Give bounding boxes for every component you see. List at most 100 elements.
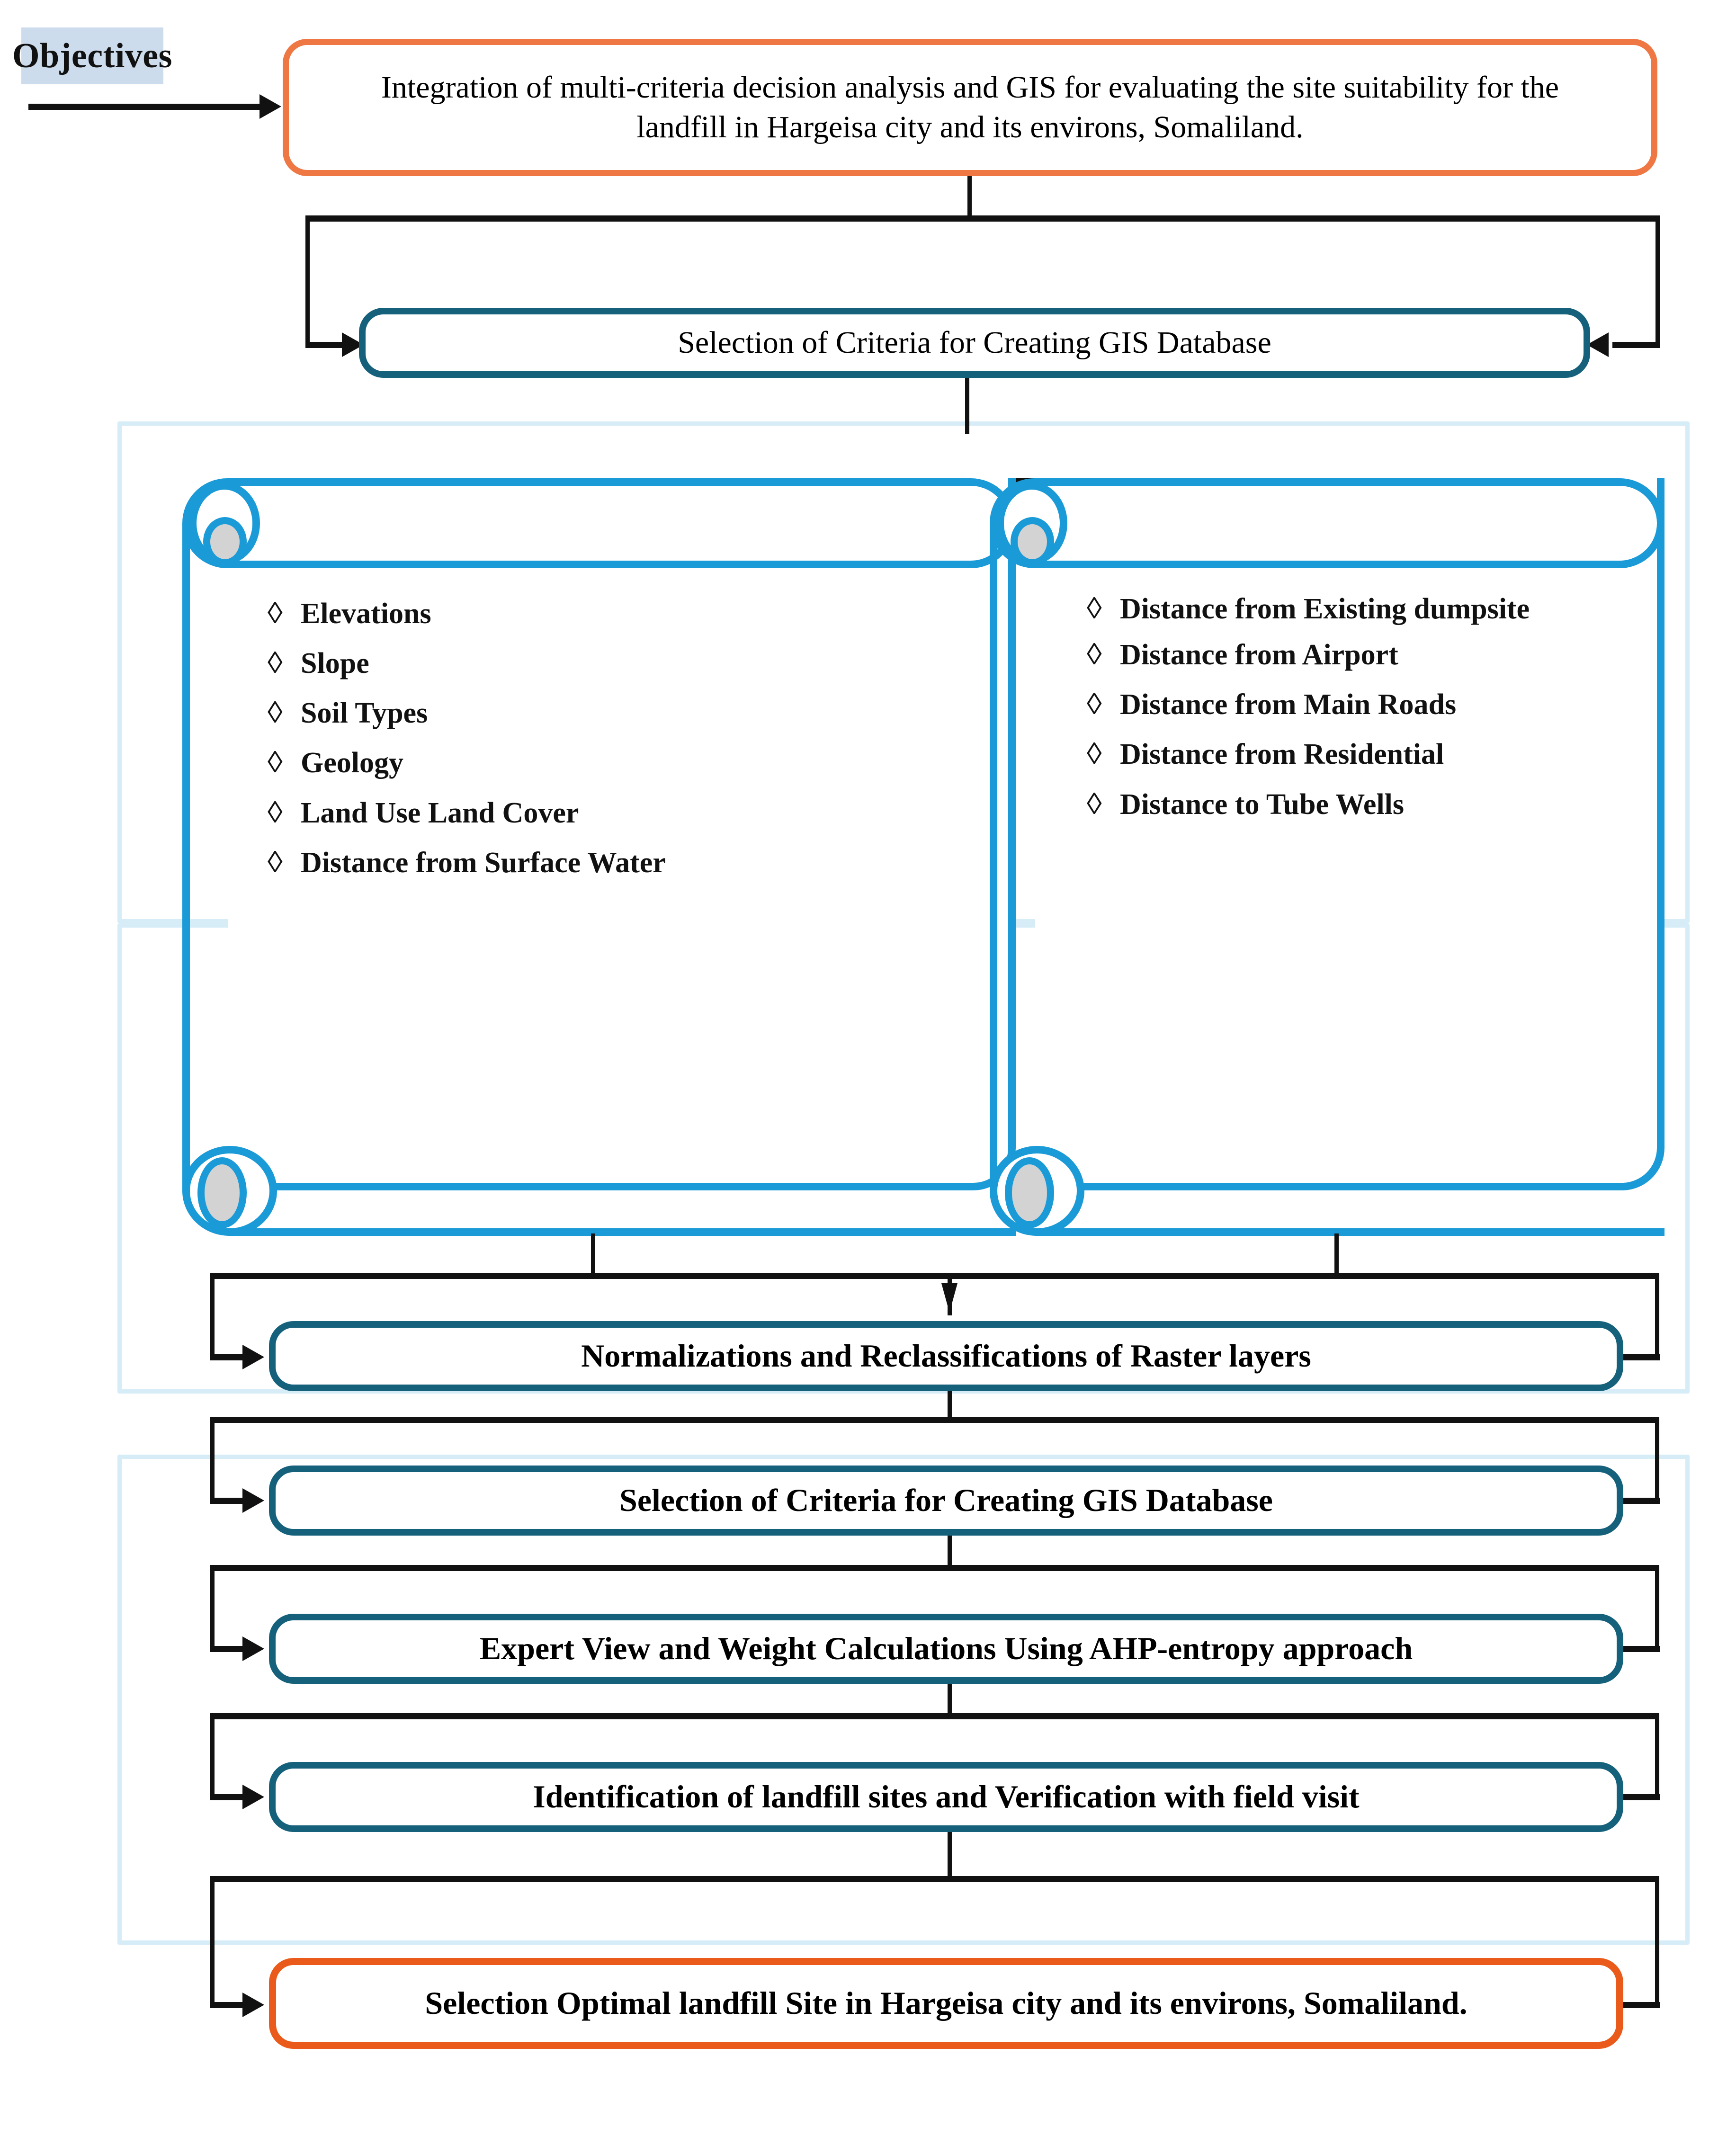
final-bus-right-drop: [1655, 1876, 1659, 2006]
physical-criteria-scroll: ◊ Elevations ◊ Slope ◊ Soil Types ◊ Geol…: [182, 478, 1016, 1236]
normalization-left-arrow: [242, 1345, 264, 1369]
scroll-body-right: [1035, 478, 1664, 1190]
top-bus-left-drop: [305, 215, 310, 346]
top-bus-right-arrow: [1587, 332, 1609, 357]
final-right-stub: [1620, 2002, 1660, 2008]
final-bus-center-down: [948, 1832, 952, 1879]
scroll-top-nub-right: [1011, 517, 1054, 566]
scroll-bottom-nub-right: [1005, 1157, 1054, 1228]
scroll-bottom-nub-left: [197, 1157, 247, 1228]
expert-bus-right-drop: [1655, 1565, 1659, 1650]
sel2-left-stub: [210, 1498, 248, 1504]
final-left-stub: [210, 2002, 248, 2008]
list-item-label: Geology: [301, 747, 403, 779]
diamond-bullet-icon: ◊: [1087, 591, 1102, 625]
list-item: ◊ Soil Types: [268, 696, 987, 731]
list-item: ◊ Distance from Main Roads: [1087, 688, 1643, 722]
list-item: ◊ Distance from Residential: [1087, 737, 1643, 772]
selection-criteria-top-box: Selection of Criteria for Creating GIS D…: [359, 308, 1590, 378]
objectives-connector-arrow: [260, 94, 281, 119]
scroll-body-left: [228, 478, 1016, 1190]
list-item: ◊ Geology: [268, 746, 987, 780]
list-item: ◊ Distance to Tube Wells: [1087, 787, 1643, 822]
sel2-left-arrow: [242, 1488, 264, 1513]
socio-criteria-scroll: ◊ Distance from Existing dumpsite ◊ Dist…: [990, 478, 1664, 1236]
list-item: ◊ Distance from Airport: [1087, 638, 1643, 672]
normalization-left-stub: [210, 1354, 248, 1360]
diamond-bullet-icon: ◊: [268, 795, 283, 829]
ident-bus-left-drop: [210, 1713, 215, 1798]
list-item-label: Slope: [301, 647, 369, 680]
expert-bus-left-drop: [210, 1565, 215, 1650]
list-item-label: Soil Types: [301, 697, 428, 730]
diamond-bullet-icon: ◊: [268, 745, 283, 779]
sel2-bus: [210, 1417, 1659, 1423]
scroll-bottom-bar-right: [1035, 1228, 1664, 1236]
top-bus-right-stub: [1612, 342, 1660, 348]
sel2-right-stub: [1620, 1498, 1660, 1504]
diamond-bullet-icon: ◊: [1087, 786, 1102, 821]
final-bus-left-drop: [210, 1876, 215, 2006]
objective-statement-text: Integration of multi-criteria decision a…: [381, 70, 1559, 144]
criteria-split-down: [965, 378, 969, 434]
ident-bus-center-down: [948, 1684, 952, 1717]
top-bus-right-drop: [1655, 215, 1660, 346]
list-item: ◊ Distance from Existing dumpsite: [1087, 592, 1643, 626]
expert-view-text: Expert View and Weight Calculations Usin…: [479, 1630, 1413, 1667]
identification-box: Identification of landfill sites and Ver…: [269, 1762, 1623, 1832]
scroll-left-rail-left: [182, 523, 190, 1190]
ident-left-arrow: [242, 1785, 264, 1809]
top-bus-line: [305, 215, 1660, 222]
selection-criteria-second-box: Selection of Criteria for Creating GIS D…: [269, 1466, 1623, 1536]
scroll-left-rail-right: [990, 523, 997, 1190]
diamond-bullet-icon: ◊: [268, 646, 283, 680]
expert-bus: [210, 1565, 1659, 1571]
scroll-top-roll-left: [182, 478, 1016, 568]
list-item-label: Distance to Tube Wells: [1120, 788, 1405, 821]
objective-statement-box: Integration of multi-criteria decision a…: [283, 39, 1657, 176]
scroll-bottom-bar-left: [228, 1228, 1016, 1236]
normalization-bus: [210, 1273, 1659, 1279]
sel2-bus-left-drop: [210, 1417, 215, 1502]
physical-criteria-list: ◊ Elevations ◊ Slope ◊ Soil Types ◊ Geol…: [268, 597, 987, 880]
sel2-bus-right-drop: [1655, 1417, 1659, 1502]
selection-criteria-second-text: Selection of Criteria for Creating GIS D…: [619, 1482, 1273, 1519]
scroll-top-roll-right: [990, 478, 1664, 568]
list-item-label: Land Use Land Cover: [301, 796, 579, 829]
normalization-center-arrow: [941, 1283, 957, 1313]
selection-criteria-top-text: Selection of Criteria for Creating GIS D…: [678, 325, 1271, 360]
sel2-bus-center-down: [948, 1391, 952, 1420]
diamond-bullet-icon: ◊: [268, 696, 283, 730]
diamond-bullet-icon: ◊: [268, 845, 283, 879]
right-scroll-down: [1334, 1233, 1339, 1276]
ident-bus-right-drop: [1655, 1713, 1659, 1798]
normalization-right-stub: [1620, 1354, 1660, 1360]
scroll-top-nub-left: [203, 517, 247, 566]
list-item-label: Distance from Surface Water: [301, 846, 666, 879]
analysis-group-panel: [117, 1455, 1690, 1945]
ident-left-stub: [210, 1794, 248, 1800]
ident-right-stub: [1620, 1794, 1660, 1800]
title-down-line: [967, 176, 972, 219]
ident-bus: [210, 1713, 1659, 1719]
final-selection-text: Selection Optimal landfill Site in Harge…: [425, 1985, 1468, 2021]
left-scroll-down: [591, 1233, 595, 1276]
list-item: ◊ Elevations: [268, 597, 987, 631]
list-item-label: Elevations: [301, 598, 431, 630]
expert-left-stub: [210, 1646, 248, 1652]
list-item-label: Distance from Main Roads: [1120, 688, 1457, 721]
diamond-bullet-icon: ◊: [1087, 737, 1102, 771]
diamond-bullet-icon: ◊: [1087, 637, 1102, 671]
expert-left-arrow: [242, 1636, 264, 1661]
final-bus: [210, 1876, 1659, 1882]
list-item-label: Distance from Existing dumpsite: [1120, 593, 1530, 625]
list-item: ◊ Land Use Land Cover: [268, 796, 987, 831]
normalization-bus-left-drop: [210, 1273, 215, 1358]
final-left-arrow: [242, 1993, 264, 2017]
diamond-bullet-icon: ◊: [268, 596, 283, 630]
socio-criteria-list: ◊ Distance from Existing dumpsite ◊ Dist…: [1087, 592, 1643, 822]
diamond-bullet-icon: ◊: [1087, 687, 1102, 721]
expert-right-stub: [1620, 1646, 1660, 1652]
list-item: ◊ Distance from Surface Water: [268, 846, 987, 880]
